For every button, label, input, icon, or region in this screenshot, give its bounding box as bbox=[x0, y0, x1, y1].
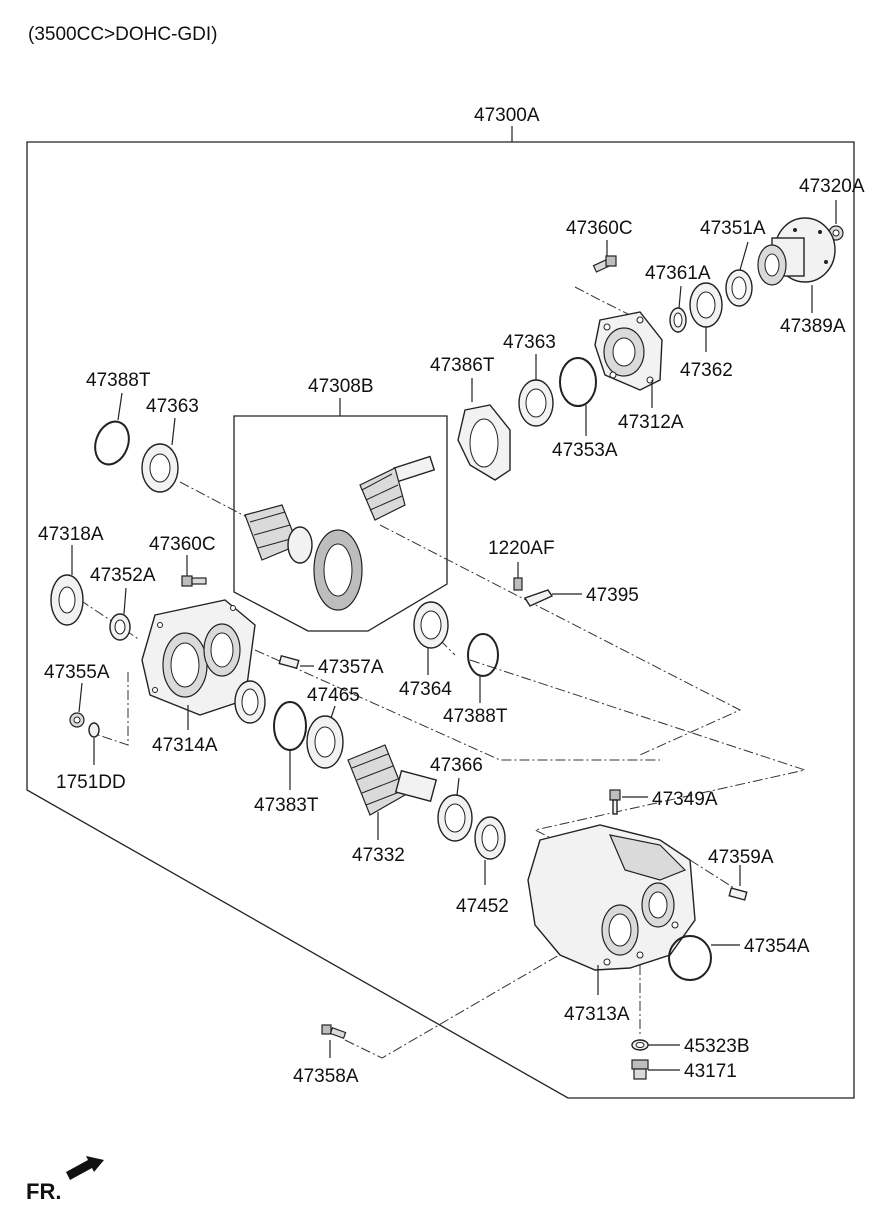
label-47452[interactable]: 47452 bbox=[456, 896, 509, 917]
bearing-47465 bbox=[306, 705, 344, 769]
bracket-47395 bbox=[523, 589, 582, 607]
seal-47452 bbox=[474, 816, 506, 885]
label-47308B[interactable]: 47308B bbox=[308, 376, 374, 397]
seal-47352A bbox=[109, 587, 131, 641]
bearing-47366 bbox=[437, 777, 473, 842]
label-47312A[interactable]: 47312A bbox=[618, 412, 684, 433]
shaft-gear-47332 bbox=[347, 744, 438, 840]
label-47364[interactable]: 47364 bbox=[399, 679, 452, 700]
oring-47353A bbox=[559, 357, 597, 436]
label-47363-left[interactable]: 47363 bbox=[146, 396, 199, 417]
label-47353A[interactable]: 47353A bbox=[552, 440, 618, 461]
label-47386T[interactable]: 47386T bbox=[430, 355, 495, 376]
label-47388T-top[interactable]: 47388T bbox=[86, 370, 151, 391]
bearing-47364 bbox=[413, 601, 449, 675]
gear-set-frame bbox=[233, 398, 448, 632]
label-47389A[interactable]: 47389A bbox=[780, 316, 846, 337]
washer-1751DD bbox=[88, 722, 100, 765]
label-47363-top[interactable]: 47363 bbox=[503, 332, 556, 353]
flange-47389A bbox=[757, 217, 836, 313]
snap-ring-47388T-mid bbox=[467, 633, 499, 703]
snap-ring-47388T-top bbox=[94, 392, 130, 466]
bearing-47362 bbox=[689, 282, 723, 352]
label-47357A[interactable]: 47357A bbox=[318, 657, 384, 678]
pin-47359A bbox=[728, 865, 748, 901]
housing-47312A bbox=[594, 311, 663, 408]
housing-47314A bbox=[141, 599, 256, 730]
label-43171[interactable]: 43171 bbox=[684, 1061, 737, 1082]
label-47320A[interactable]: 47320A bbox=[799, 176, 865, 197]
label-47313A[interactable]: 47313A bbox=[564, 1004, 630, 1025]
nut-47355A bbox=[69, 682, 85, 728]
label-47351A[interactable]: 47351A bbox=[700, 218, 766, 239]
label-47314A[interactable]: 47314A bbox=[152, 735, 218, 756]
assembly-frame bbox=[26, 126, 855, 1099]
label-47318A[interactable]: 47318A bbox=[38, 524, 104, 545]
engine-spec-heading: (3500CC>DOHC-GDI) bbox=[28, 24, 218, 45]
label-47388T-mid[interactable]: 47388T bbox=[443, 706, 508, 727]
seal-left-mid bbox=[234, 680, 266, 724]
bolt-47360C-left bbox=[181, 555, 207, 587]
label-47352A[interactable]: 47352A bbox=[90, 565, 156, 586]
label-47360C-top[interactable]: 47360C bbox=[566, 218, 633, 239]
snap-ring-47383T bbox=[273, 701, 307, 790]
oring-47354A bbox=[668, 935, 740, 981]
ring-gear bbox=[244, 504, 363, 611]
bolt-47358A bbox=[321, 1024, 347, 1058]
label-1751DD[interactable]: 1751DD bbox=[56, 772, 126, 793]
pinion-gear-shaft bbox=[359, 455, 436, 521]
label-47349A[interactable]: 47349A bbox=[652, 789, 718, 810]
front-arrow-icon bbox=[66, 1156, 104, 1180]
spacer-47361A bbox=[669, 285, 687, 333]
plug-43171 bbox=[631, 1059, 680, 1080]
screw-1220AF bbox=[513, 562, 523, 591]
bearing-47363-top bbox=[518, 354, 554, 427]
label-47355A[interactable]: 47355A bbox=[44, 662, 110, 683]
pin-47357A bbox=[278, 654, 314, 670]
label-47359A[interactable]: 47359A bbox=[708, 847, 774, 868]
label-47366[interactable]: 47366 bbox=[430, 755, 483, 776]
label-47360C-left[interactable]: 47360C bbox=[149, 534, 216, 555]
label-47358A[interactable]: 47358A bbox=[293, 1066, 359, 1087]
bolt-47360C-top bbox=[592, 240, 617, 273]
label-45323B[interactable]: 45323B bbox=[684, 1036, 750, 1057]
gasket-47386T bbox=[457, 378, 511, 481]
label-47361A[interactable]: 47361A bbox=[645, 263, 711, 284]
label-47465[interactable]: 47465 bbox=[307, 685, 360, 706]
washer-45323B bbox=[631, 1039, 680, 1051]
housing-47313A bbox=[527, 824, 696, 995]
label-1220AF[interactable]: 1220AF bbox=[488, 538, 555, 559]
label-47395[interactable]: 47395 bbox=[586, 585, 639, 606]
label-47300A[interactable]: 47300A bbox=[474, 105, 540, 126]
label-47383T[interactable]: 47383T bbox=[254, 795, 319, 816]
breather-47349A bbox=[609, 789, 648, 815]
label-47332[interactable]: 47332 bbox=[352, 845, 405, 866]
label-47354A[interactable]: 47354A bbox=[744, 936, 810, 957]
label-47362[interactable]: 47362 bbox=[680, 360, 733, 381]
bearing-47363-left bbox=[141, 417, 179, 493]
seal-47318A bbox=[50, 545, 84, 626]
front-direction-label: FR. bbox=[26, 1179, 61, 1204]
seal-47351A bbox=[725, 241, 753, 307]
